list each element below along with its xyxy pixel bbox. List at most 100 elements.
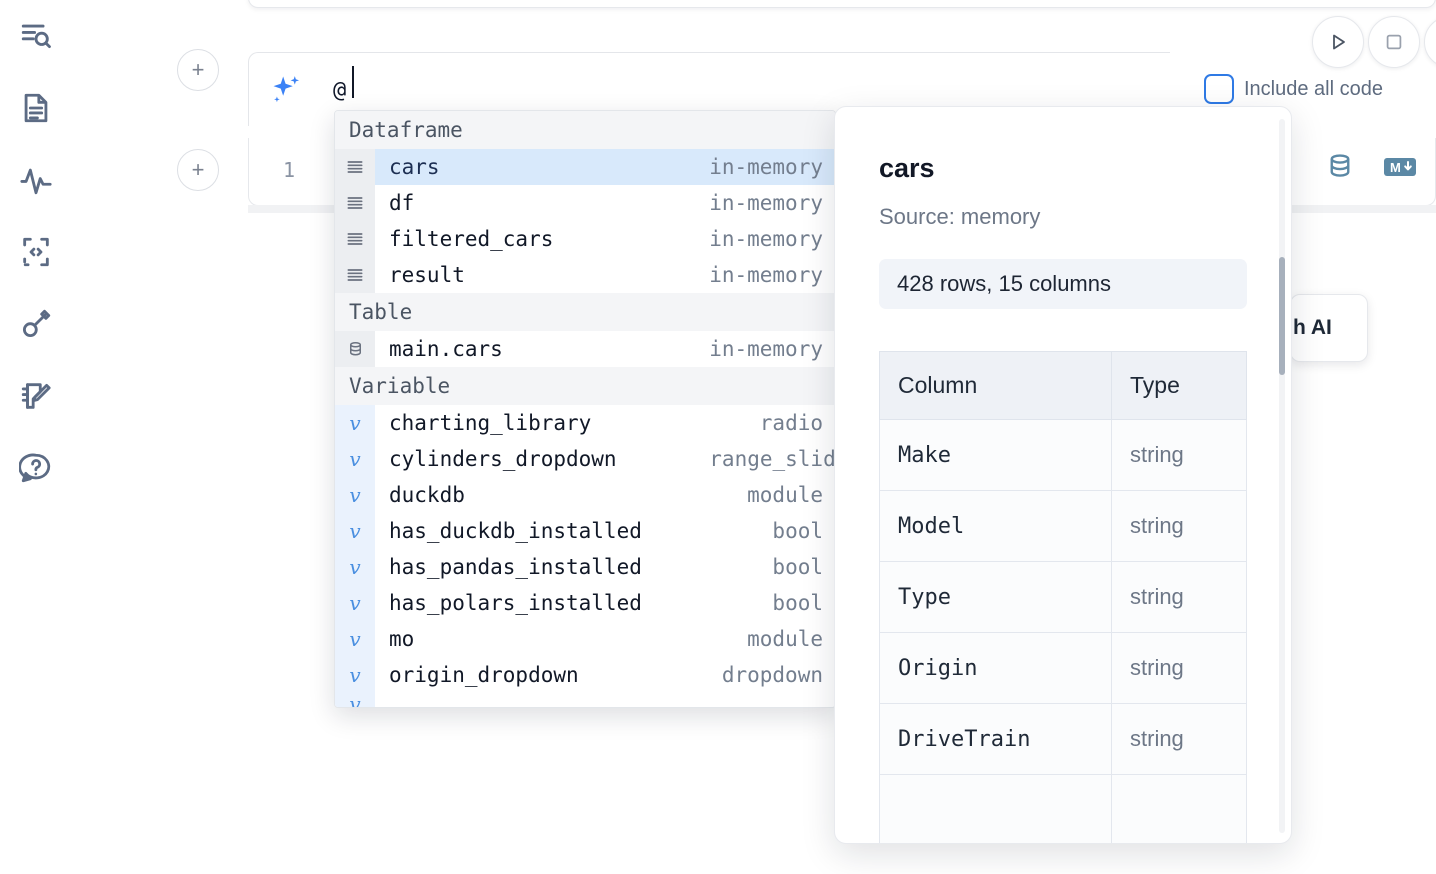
autocomplete-item-name: df bbox=[389, 191, 415, 215]
variable-icon: v bbox=[335, 441, 375, 477]
explore-search-icon[interactable] bbox=[14, 14, 58, 58]
activity-icon[interactable] bbox=[14, 158, 58, 202]
autocomplete-item-kind: in-memory bbox=[709, 227, 823, 251]
run-cell-button[interactable] bbox=[1312, 16, 1364, 68]
code-snippet-icon[interactable] bbox=[14, 230, 58, 274]
detail-shape-badge: 428 rows, 15 columns bbox=[879, 259, 1247, 309]
variable-icon: v bbox=[335, 405, 375, 441]
autocomplete-item-name: mo bbox=[389, 627, 415, 651]
previous-cell-stub bbox=[248, 0, 1436, 8]
autocomplete-group-header: Dataframe bbox=[335, 111, 835, 149]
detail-source: Source: memory bbox=[879, 204, 1041, 229]
dataframe-icon bbox=[335, 257, 375, 293]
autocomplete-item-kind: bool bbox=[772, 519, 823, 543]
include-all-code-checkbox[interactable] bbox=[1204, 74, 1234, 104]
help-chat-icon[interactable] bbox=[14, 446, 58, 490]
schema-column-name: DriveTrain bbox=[879, 703, 1112, 775]
autocomplete-item-name: charting_library bbox=[389, 411, 592, 435]
autocomplete-item-kind: bool bbox=[772, 555, 823, 579]
text-cursor bbox=[352, 66, 354, 98]
scratchpad-icon[interactable] bbox=[14, 374, 58, 418]
variable-icon: v bbox=[335, 513, 375, 549]
stop-cell-button[interactable] bbox=[1368, 16, 1420, 68]
autocomplete-item-name: cars bbox=[389, 155, 440, 179]
variable-icon: v bbox=[335, 477, 375, 513]
more-actions-button[interactable] bbox=[1424, 16, 1436, 68]
document-icon[interactable] bbox=[14, 86, 58, 130]
autocomplete-item[interactable]: df in-memory bbox=[335, 185, 835, 221]
generate-with-ai-label: h AI bbox=[1293, 316, 1332, 339]
autocomplete-item-kind: bool bbox=[772, 591, 823, 615]
line-number: 1 bbox=[282, 158, 295, 182]
autocomplete-item[interactable]: v has_duckdb_installed bool bbox=[335, 513, 835, 549]
database-icon[interactable] bbox=[1325, 152, 1355, 187]
variable-icon: v bbox=[335, 621, 375, 657]
type-header: Type bbox=[1111, 351, 1247, 420]
variable-icon: v bbox=[335, 585, 375, 621]
markdown-icon[interactable]: M bbox=[1383, 155, 1417, 184]
autocomplete-item-kind: range_slider bbox=[709, 447, 836, 471]
variable-icon: v bbox=[335, 693, 375, 707]
autocomplete-item-name: main.cars bbox=[389, 337, 503, 361]
schema-column-type bbox=[1111, 774, 1247, 843]
autocomplete-item[interactable]: v origin_dropdown dropdown bbox=[335, 657, 835, 693]
plus-icon: + bbox=[191, 57, 205, 82]
autocomplete-item-name bbox=[375, 693, 402, 707]
detail-title: cars bbox=[879, 153, 935, 183]
plus-icon: + bbox=[191, 157, 205, 182]
cell-toolbar-icons: M bbox=[1325, 152, 1417, 187]
autocomplete-item-name: has_pandas_installed bbox=[389, 555, 642, 579]
table-row-partial bbox=[879, 774, 1247, 843]
autocomplete-item-kind: in-memory bbox=[709, 337, 823, 361]
include-all-code-label: Include all code bbox=[1244, 77, 1383, 100]
svg-text:M: M bbox=[1390, 160, 1401, 175]
autocomplete-item-name: duckdb bbox=[389, 483, 465, 507]
autocomplete-item[interactable]: v has_pandas_installed bool bbox=[335, 549, 835, 585]
autocomplete-group-header: Table bbox=[335, 293, 835, 331]
autocomplete-item[interactable]: cars in-memory bbox=[335, 149, 835, 185]
ai-prompt-input[interactable] bbox=[333, 69, 1133, 111]
schema-column-type: string bbox=[1111, 703, 1247, 775]
autocomplete-item[interactable]: main.cars in-memory bbox=[335, 331, 835, 367]
dataframe-icon bbox=[335, 185, 375, 221]
variable-icon: v bbox=[335, 657, 375, 693]
schema-column-type: string bbox=[1111, 490, 1247, 562]
autocomplete-item-name: origin_dropdown bbox=[389, 663, 579, 687]
autocomplete-item-kind: module bbox=[747, 483, 823, 507]
dataframe-icon bbox=[335, 149, 375, 185]
add-cell-button-top[interactable]: + bbox=[177, 49, 219, 91]
autocomplete-item-kind: in-memory bbox=[709, 263, 823, 287]
dataframe-icon bbox=[335, 221, 375, 257]
detail-scrollbar-thumb[interactable] bbox=[1279, 257, 1285, 375]
include-all-code-row[interactable]: Include all code bbox=[1204, 74, 1383, 104]
variable-icon: v bbox=[335, 549, 375, 585]
autocomplete-group-header: Variable bbox=[335, 367, 835, 405]
autocomplete-item-kind: in-memory bbox=[709, 155, 823, 179]
key-icon[interactable] bbox=[14, 302, 58, 346]
sparkle-icon bbox=[269, 73, 303, 107]
column-header: Column bbox=[879, 351, 1112, 420]
generate-with-ai-panel[interactable]: h AI bbox=[1290, 294, 1368, 362]
add-cell-button-bottom[interactable]: + bbox=[177, 149, 219, 191]
detail-scrollbar-track[interactable] bbox=[1279, 119, 1285, 833]
autocomplete-item-kind: in-memory bbox=[709, 191, 823, 215]
schema-column-name bbox=[879, 774, 1112, 843]
autocomplete-item-name: has_duckdb_installed bbox=[389, 519, 642, 543]
autocomplete-item-kind: dropdown bbox=[721, 663, 823, 687]
schema-column-type: string bbox=[1111, 561, 1247, 633]
autocomplete-item-partial[interactable]: v bbox=[335, 693, 835, 707]
